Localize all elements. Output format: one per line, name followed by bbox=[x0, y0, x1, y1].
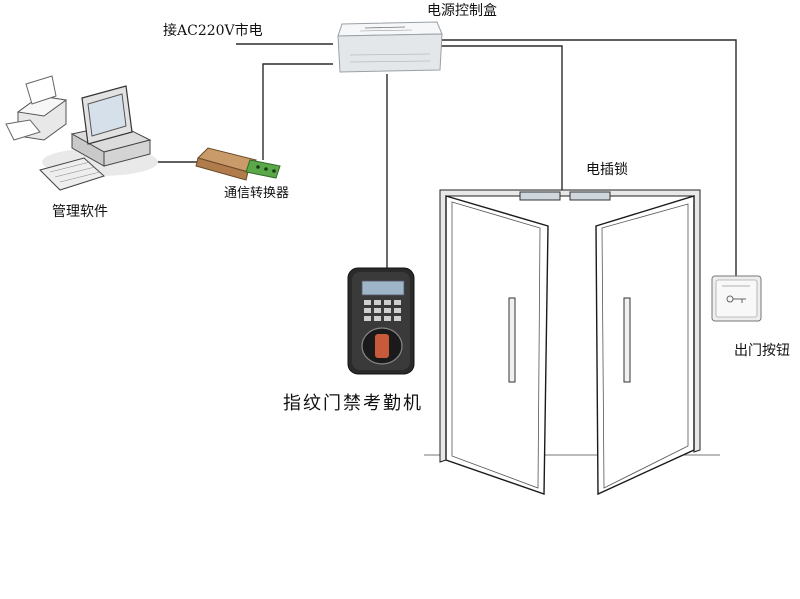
electric-lock bbox=[519, 191, 611, 201]
label-management-software: 管理软件 bbox=[52, 204, 108, 220]
door-leaf-right bbox=[595, 195, 695, 496]
serial-converter-icon bbox=[195, 147, 281, 181]
door-leaf-left bbox=[445, 195, 549, 495]
glass-double-door bbox=[424, 189, 720, 496]
exit-button-icon bbox=[711, 275, 762, 322]
printer-icon bbox=[5, 75, 68, 141]
label-exit-button: 出门按钮 bbox=[734, 343, 790, 359]
label-fingerprint-reader: 指纹门禁考勤机 bbox=[283, 393, 423, 414]
converter-to-power-wire bbox=[262, 63, 333, 160]
lock-to-power-wire bbox=[438, 45, 563, 190]
power-control-box bbox=[337, 21, 443, 73]
desktop-computer-icon bbox=[39, 85, 158, 191]
button-to-power-wire bbox=[438, 39, 737, 276]
label-power-control-box: 电源控制盒 bbox=[427, 3, 497, 19]
door-handle-right bbox=[623, 297, 631, 383]
label-mains-power: 接AC220V市电 bbox=[163, 23, 263, 39]
door-handle-left bbox=[508, 297, 516, 383]
label-electric-lock: 电插锁 bbox=[586, 162, 628, 178]
fingerprint-reader-icon bbox=[347, 267, 415, 375]
label-converter: 通信转换器 bbox=[224, 186, 290, 201]
